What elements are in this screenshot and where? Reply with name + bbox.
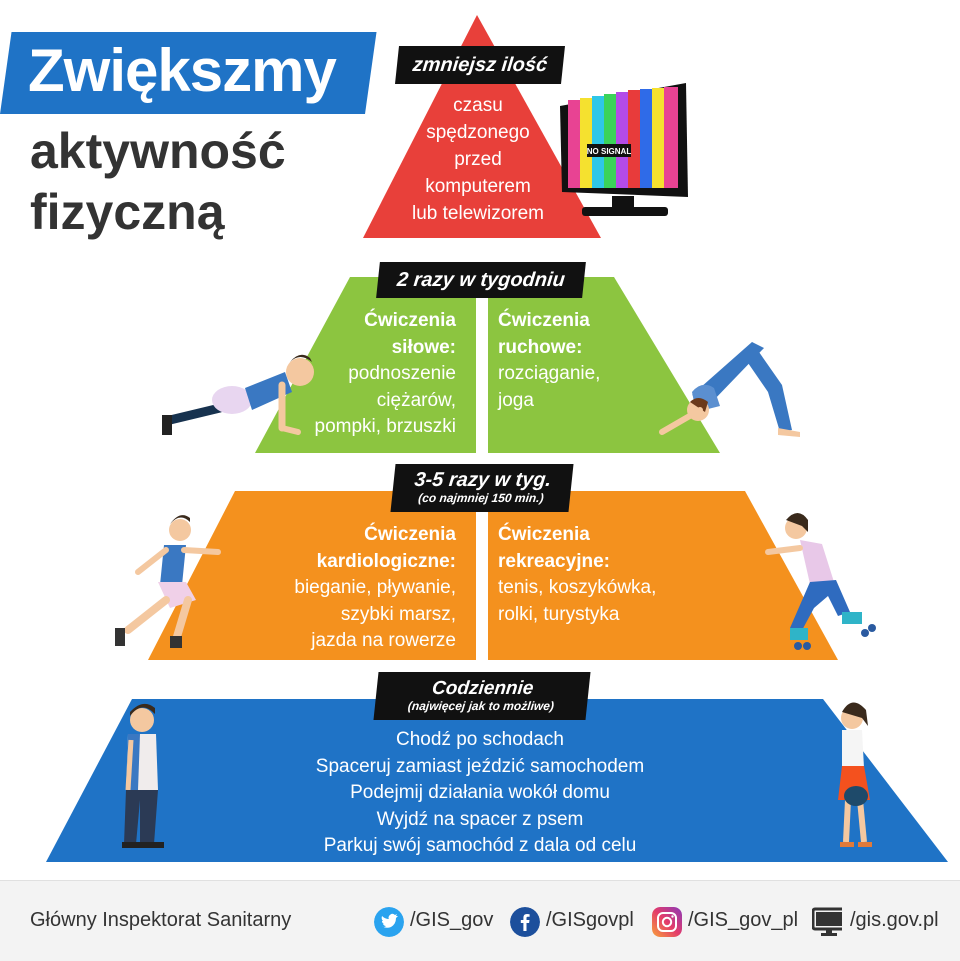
footer-web-link[interactable]: /gis.gov.pl [850, 909, 939, 931]
tier-3-right-shape [488, 491, 838, 660]
facebook-icon[interactable] [510, 907, 540, 937]
tier-2-right-item: joga [498, 389, 534, 411]
tier-3-left-heading: kardiologiczne: [316, 550, 456, 572]
tier-2-right-item: rozciąganie, [498, 363, 601, 384]
tier-base-item: Spaceruj zamiast jeździć samochodem [315, 755, 645, 777]
yoga-person-illustration [659, 342, 800, 437]
tier-2-label: 2 razy w tygodniu [376, 262, 586, 298]
tier-2-right-shape [488, 277, 720, 453]
title-line-1: Zwiększmy [28, 37, 337, 104]
footer-org-name: Główny Inspektorat Sanitarny [30, 909, 292, 931]
footer-instagram-link[interactable]: /GIS_gov_pl [688, 909, 799, 931]
tier-top-text: czasu spędzonego przed komputerem lub te… [395, 92, 561, 227]
tier-base-text: Chodź po schodach Spaceruj zamiast jeźdz… [280, 727, 680, 860]
tier-2-right-text: Ćwiczenia ruchowe: rozciąganie, joga [498, 308, 678, 414]
twitter-icon[interactable] [374, 907, 404, 937]
tier-2-left-item: podnoszenie [348, 363, 456, 384]
rollerblade-person-illustration [765, 513, 876, 650]
instagram-icon[interactable] [652, 907, 682, 937]
tier-3-right-text: Ćwiczenia rekreacyjne: tenis, koszykówka… [498, 522, 688, 628]
tier-2-right-heading: Ćwiczenia [498, 310, 590, 331]
tier-3-label-text: 3-5 razy w tyg. [413, 469, 553, 491]
tier-2-left-item: pompki, brzuszki [314, 416, 457, 437]
tier-3-label: 3-5 razy w tyg. (co najmniej 150 min.) [390, 464, 574, 512]
tier-3-right-item: rolki, turystyka [498, 603, 620, 625]
tier-base-item: Wyjdź na spacer z psem [376, 808, 584, 830]
tier-3-left-text: Ćwiczenia kardiologiczne: bieganie, pływ… [270, 522, 456, 655]
tier-3-sublabel: (co najmniej 150 min.) [417, 491, 545, 505]
title-line-2: aktywność [30, 123, 286, 179]
tier-2-left-item: ciężarów, [376, 389, 456, 411]
runner-person-illustration [115, 515, 221, 648]
tier-top-line: komputerem [425, 176, 531, 197]
tier-base-shape [46, 699, 948, 862]
tier-3-left-item: szybki marsz, [340, 603, 456, 625]
pushup-person-illustration [162, 354, 314, 435]
tier-base-label-text: Codziennie [431, 678, 535, 699]
tier-2-left-shape [255, 277, 476, 453]
footer-facebook-link[interactable]: /GISgovpl [546, 909, 634, 931]
tier-top-line: lub telewizorem [412, 203, 544, 224]
tier-base-item: Podejmij działania wokół domu [350, 782, 610, 803]
tier-3-left-item: bieganie, pływanie, [294, 577, 456, 598]
tier-3-left-shape [148, 491, 476, 660]
pyramid-infographic: NO SIGNAL [0, 15, 948, 862]
walking-woman-illustration [838, 702, 872, 847]
pyramid-graphic: NO SIGNAL [46, 15, 948, 862]
tier-base-label: Codziennie (najwięcej jak to możliwe) [373, 672, 591, 720]
tier-2-left-text: Ćwiczenia siłowe: podnoszenie ciężarów, … [290, 308, 457, 441]
tier-2-left-heading: siłowe: [391, 336, 456, 358]
tier-3-right-item: tenis, koszykówka, [498, 577, 657, 598]
footer-twitter-link[interactable]: /GIS_gov [410, 909, 494, 931]
tier-3-right-heading: rekreacyjne: [498, 550, 610, 572]
tier-3-right-heading: Ćwiczenia [498, 524, 590, 545]
walking-man-illustration [122, 703, 164, 848]
tv-illustration: NO SIGNAL [560, 83, 688, 216]
footer: Główny Inspektorat Sanitarny /GIS_gov /G… [0, 880, 960, 961]
title-line-3: fizyczną [30, 184, 225, 240]
tier-base-item: Parkuj swój samochód z dala od celu [323, 835, 637, 856]
tier-2-left-heading: Ćwiczenia [364, 310, 456, 331]
tier-top-line: czasu [453, 95, 503, 116]
tier-3-left-heading: Ćwiczenia [364, 524, 456, 545]
tier-top-label: zmniejsz ilość [395, 46, 565, 84]
tier-3-left-item: jazda na rowerze [311, 630, 456, 651]
tier-top-line: spędzonego [426, 122, 530, 143]
tv-no-signal-text: NO SIGNAL [587, 147, 632, 156]
tier-2-right-heading: ruchowe: [498, 336, 583, 358]
tier-base-sublabel: (najwięcej jak to możliwe) [407, 699, 555, 713]
tier-top-line: przed [454, 149, 502, 170]
tier-base-item: Chodź po schodach [396, 729, 564, 750]
tier-top-shape [363, 15, 601, 238]
monitor-icon[interactable] [812, 907, 842, 937]
